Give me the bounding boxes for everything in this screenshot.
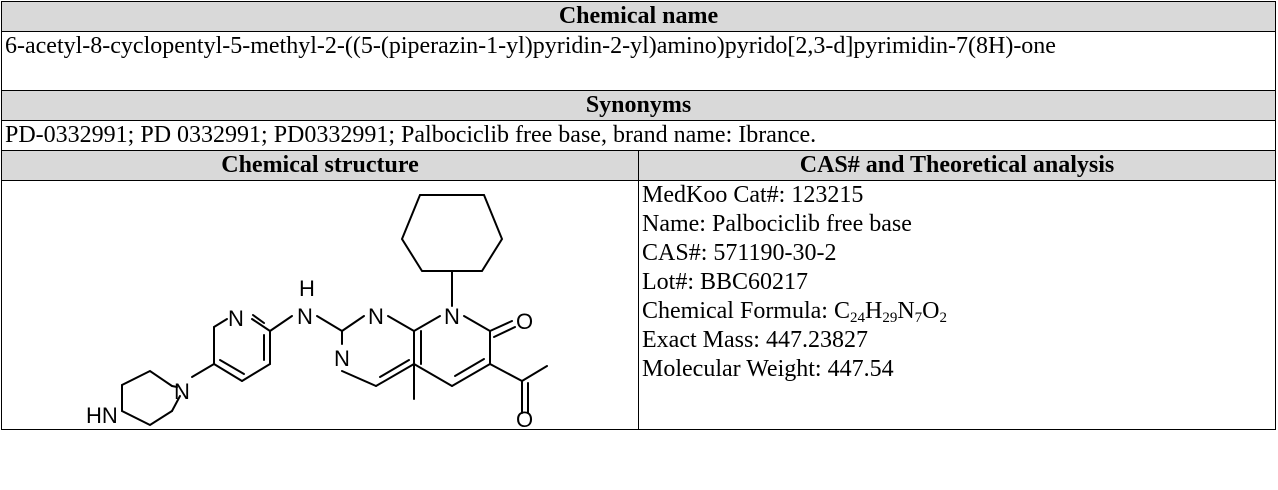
- analysis-cell: MedKoo Cat#: 123215 Name: Palbociclib fr…: [638, 180, 1276, 430]
- atom-label-acetyl-o: O: [516, 407, 533, 429]
- formula-c: C: [833, 298, 850, 324]
- product-name: Name: Palbociclib free base: [642, 211, 912, 237]
- analysis-header: CAS# and Theoretical analysis: [638, 150, 1276, 181]
- atom-label-pyridone-n: N: [444, 304, 460, 329]
- formula-c-count: 24: [849, 310, 865, 326]
- atom-label-pyridine-n: N: [228, 306, 244, 331]
- structure-cell: N H N N N N O N HN O: [1, 180, 639, 430]
- synonyms-header: Synonyms: [1, 90, 1276, 121]
- formula-h-count: 29: [882, 310, 898, 326]
- atom-label-piperazine-hn: HN: [86, 403, 118, 428]
- atom-label-amine-h: H: [299, 276, 315, 301]
- product-info-table: Chemical name 6-acetyl-8-cyclopentyl-5-m…: [1, 1, 1276, 430]
- formula-o-count: 2: [939, 310, 948, 326]
- atom-label-piperazine-n: N: [174, 379, 190, 404]
- cas-number: CAS#: 571190-30-2: [642, 240, 837, 266]
- catalog-number: MedKoo Cat#: 123215: [642, 182, 864, 208]
- formula-o: O: [922, 298, 940, 324]
- chemical-name-header: Chemical name: [1, 1, 1276, 32]
- atom-label-ketone-o: O: [516, 309, 533, 334]
- cyclopentyl-ring: [400, 194, 504, 272]
- lot-number: Lot#: BBC60217: [642, 269, 809, 295]
- formula-h: H: [864, 298, 883, 324]
- molecular-weight: Molecular Weight: 447.54: [642, 356, 894, 382]
- atom-label-pyrimidine-n1: N: [368, 304, 384, 329]
- chemical-formula: Chemical Formula: C24H29N7O2: [642, 297, 1272, 326]
- atom-label-pyrimidine-n2: N: [334, 346, 350, 371]
- structure-header: Chemical structure: [1, 150, 639, 181]
- chemical-name-value: 6-acetyl-8-cyclopentyl-5-methyl-2-((5-(p…: [1, 31, 1276, 91]
- exact-mass: Exact Mass: 447.23827: [642, 327, 868, 353]
- formula-n-count: 7: [914, 310, 923, 326]
- atom-label-amine-n: N: [297, 304, 313, 329]
- piperazine-ring: [121, 369, 173, 427]
- palbociclib-structure-drawing: N H N N N N O N HN O: [86, 194, 548, 429]
- synonyms-value: PD-0332991; PD 0332991; PD0332991; Palbo…: [1, 120, 1276, 151]
- formula-n: N: [897, 298, 915, 324]
- formula-label: Chemical Formula:: [642, 298, 834, 324]
